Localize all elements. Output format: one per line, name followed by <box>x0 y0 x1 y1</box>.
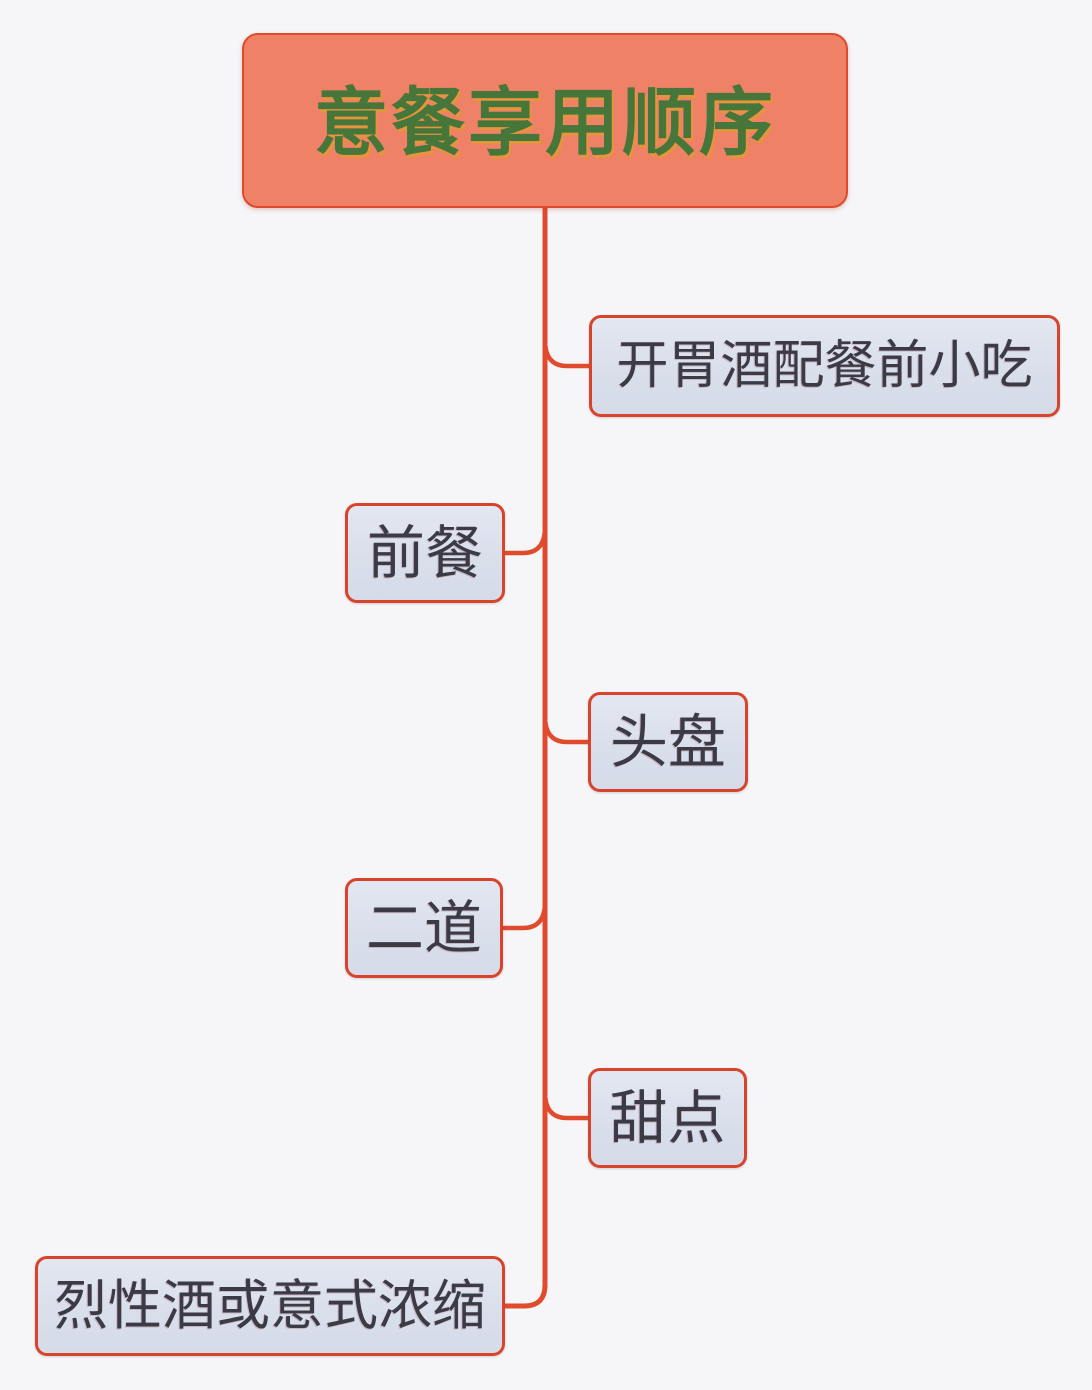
node-aperitif-with-snacks[interactable]: 开胃酒配餐前小吃 <box>589 315 1060 417</box>
node-dessert[interactable]: 甜点 <box>588 1068 747 1168</box>
root-node-label: 意餐享用顺序 <box>314 79 776 166</box>
node-first-course[interactable]: 头盘 <box>588 692 748 792</box>
branch-second-course <box>500 899 548 931</box>
root-node-meal-order[interactable]: 意餐享用顺序 <box>242 33 848 208</box>
branch-first-course <box>542 713 592 745</box>
node-label: 二道 <box>365 894 482 962</box>
node-second-course[interactable]: 二道 <box>345 878 503 978</box>
node-spirits-or-espresso[interactable]: 烈性酒或意式浓缩 <box>35 1256 505 1356</box>
branch-starter <box>503 524 548 556</box>
node-label: 甜点 <box>609 1084 726 1152</box>
node-label: 头盘 <box>609 708 726 776</box>
node-label: 前餐 <box>366 519 483 587</box>
node-starter[interactable]: 前餐 <box>345 503 505 603</box>
branch-dessert <box>542 1089 592 1121</box>
trunk-line <box>502 203 548 1309</box>
branch-aperitif <box>542 337 593 369</box>
node-label: 开胃酒配餐前小吃 <box>616 336 1033 396</box>
node-label: 烈性酒或意式浓缩 <box>54 1274 486 1337</box>
